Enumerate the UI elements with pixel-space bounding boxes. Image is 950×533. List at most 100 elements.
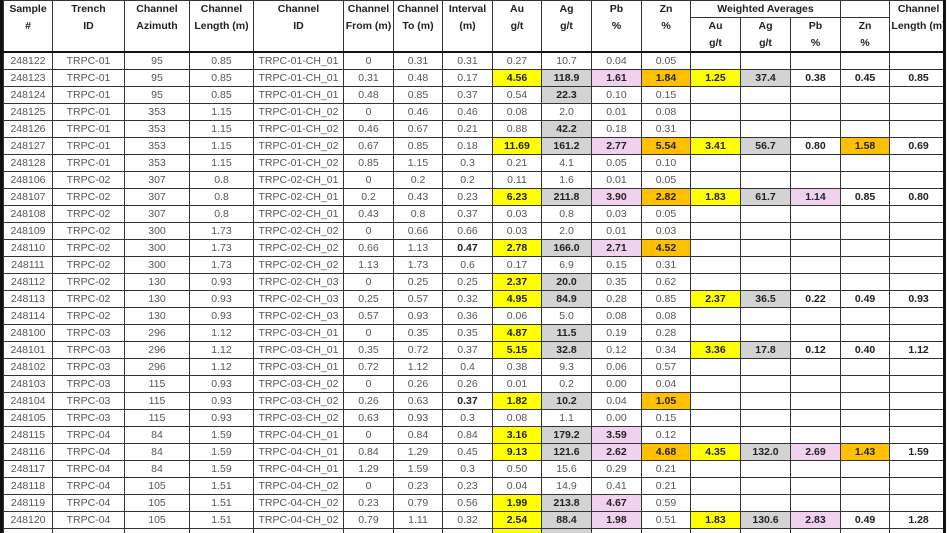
cell-channel-length: 0.93 — [189, 392, 254, 410]
cell-interval: 0.21 — [442, 120, 493, 138]
cell-interval: 0.18 — [442, 137, 493, 155]
cell-w-pb: 2.69 — [789, 443, 842, 461]
cell-zn: 0.34 — [641, 341, 691, 359]
cell-ag: 121.6 — [541, 443, 592, 461]
cell-azimuth: 105 — [124, 477, 190, 495]
cell-w-length: 1.59 — [889, 443, 943, 461]
cell-w-pb: 0.12 — [789, 341, 842, 359]
header-blank — [492, 34, 542, 53]
cell-w-zn — [840, 222, 891, 240]
cell-w-length — [889, 477, 943, 495]
cell-au: 2.37 — [492, 273, 542, 291]
cell-channel-id: TRPC-04-CH_02 — [253, 511, 344, 529]
cell-w-au — [690, 392, 741, 410]
cell-from: 0.23 — [343, 494, 394, 512]
cell-trench-id: TRPC-01 — [52, 154, 125, 172]
cell-zn: 5.54 — [641, 137, 691, 155]
cell-to: 1.73 — [393, 256, 443, 274]
cell-w-length — [889, 103, 943, 121]
cell-channel-length: 0.85 — [189, 69, 254, 87]
cell-interval: 0.25 — [442, 273, 493, 291]
cell-pb: 3.90 — [591, 188, 642, 206]
cell-pb: 1.61 — [591, 69, 642, 87]
cell-to: 1.13 — [393, 239, 443, 257]
cell-au: 9.13 — [492, 443, 542, 461]
header-from-sub: From (m) — [343, 17, 394, 34]
cell-channel-id: TRPC-02-CH_03 — [253, 307, 344, 325]
header-blank — [641, 34, 691, 53]
cell-interval: 0.17 — [442, 69, 493, 87]
cell-w-ag: 36.5 — [740, 290, 791, 308]
cell-interval: 0.4 — [442, 358, 493, 376]
header-pb-unit: % — [591, 17, 642, 34]
header-w-length: Channel — [889, 0, 943, 18]
cell-w-length — [889, 307, 943, 325]
cell-au: 0.03 — [492, 222, 542, 240]
cell-ag: 10.7 — [541, 51, 592, 70]
cell-to: 0.79 — [393, 494, 443, 512]
header-blank — [52, 34, 125, 53]
cell-w-pb — [789, 273, 842, 291]
cell-to: 1.12 — [393, 358, 443, 376]
cell-channel-length: 1.51 — [189, 528, 254, 533]
cell-channel-id: TRPC-03-CH_01 — [253, 358, 344, 376]
cell-w-length — [889, 273, 943, 291]
header-to-sub: To (m) — [393, 17, 443, 34]
cell-w-ag — [740, 239, 791, 257]
header-ag: Ag — [541, 0, 592, 18]
cell-from: 0.85 — [343, 154, 394, 172]
cell-azimuth: 353 — [124, 103, 190, 121]
cell-w-ag — [740, 205, 791, 223]
cell-au: 5.15 — [492, 341, 542, 359]
cell-to: 0.43 — [393, 188, 443, 206]
cell-trench-id: TRPC-02 — [52, 188, 125, 206]
cell-azimuth: 307 — [124, 205, 190, 223]
cell-azimuth: 130 — [124, 290, 190, 308]
cell-azimuth: 84 — [124, 426, 190, 444]
cell-w-length — [889, 324, 943, 342]
cell-trench-id: TRPC-04 — [52, 443, 125, 461]
header-ag-unit: g/t — [541, 17, 592, 34]
cell-azimuth: 130 — [124, 307, 190, 325]
header-w-ag-unit: g/t — [740, 34, 791, 53]
cell-w-zn — [840, 375, 891, 393]
cell-from: 0 — [343, 103, 394, 121]
cell-channel-length: 1.15 — [189, 154, 254, 172]
cell-channel-id: TRPC-01-CH_01 — [253, 86, 344, 104]
cell-w-length — [889, 154, 943, 172]
header-w-pb-unit: % — [789, 34, 842, 53]
cell-ag: 1.1 — [541, 409, 592, 427]
cell-w-pb — [789, 477, 842, 495]
cell-from: 0.84 — [343, 443, 394, 461]
cell-to: 0.35 — [393, 324, 443, 342]
assay-table: Sample Trench Channel Channel Channel Ch… — [3, 0, 943, 533]
cell-w-pb — [789, 120, 842, 138]
cell-pb: 0.03 — [591, 205, 642, 223]
cell-interval: 0.45 — [442, 443, 493, 461]
cell-channel-length: 0.8 — [189, 171, 254, 189]
cell-ag: 213.8 — [541, 494, 592, 512]
cell-w-pb — [789, 222, 842, 240]
header-blank — [343, 34, 394, 53]
cell-w-au — [690, 477, 741, 495]
cell-sample: 248104 — [3, 392, 53, 410]
cell-to: 1.15 — [393, 154, 443, 172]
header-blank — [124, 34, 190, 53]
cell-interval: 0.37 — [442, 205, 493, 223]
cell-w-zn: 0.49 — [840, 511, 891, 529]
cell-ag: 14.9 — [541, 477, 592, 495]
cell-w-zn — [840, 256, 891, 274]
cell-azimuth: 300 — [124, 239, 190, 257]
cell-interval: 0.31 — [442, 51, 493, 70]
header-w-au-unit: g/t — [690, 34, 741, 53]
cell-interval: 0.32 — [442, 511, 493, 529]
cell-zn: 2.82 — [641, 188, 691, 206]
cell-interval: 0.3 — [442, 409, 493, 427]
cell-w-pb — [789, 171, 842, 189]
